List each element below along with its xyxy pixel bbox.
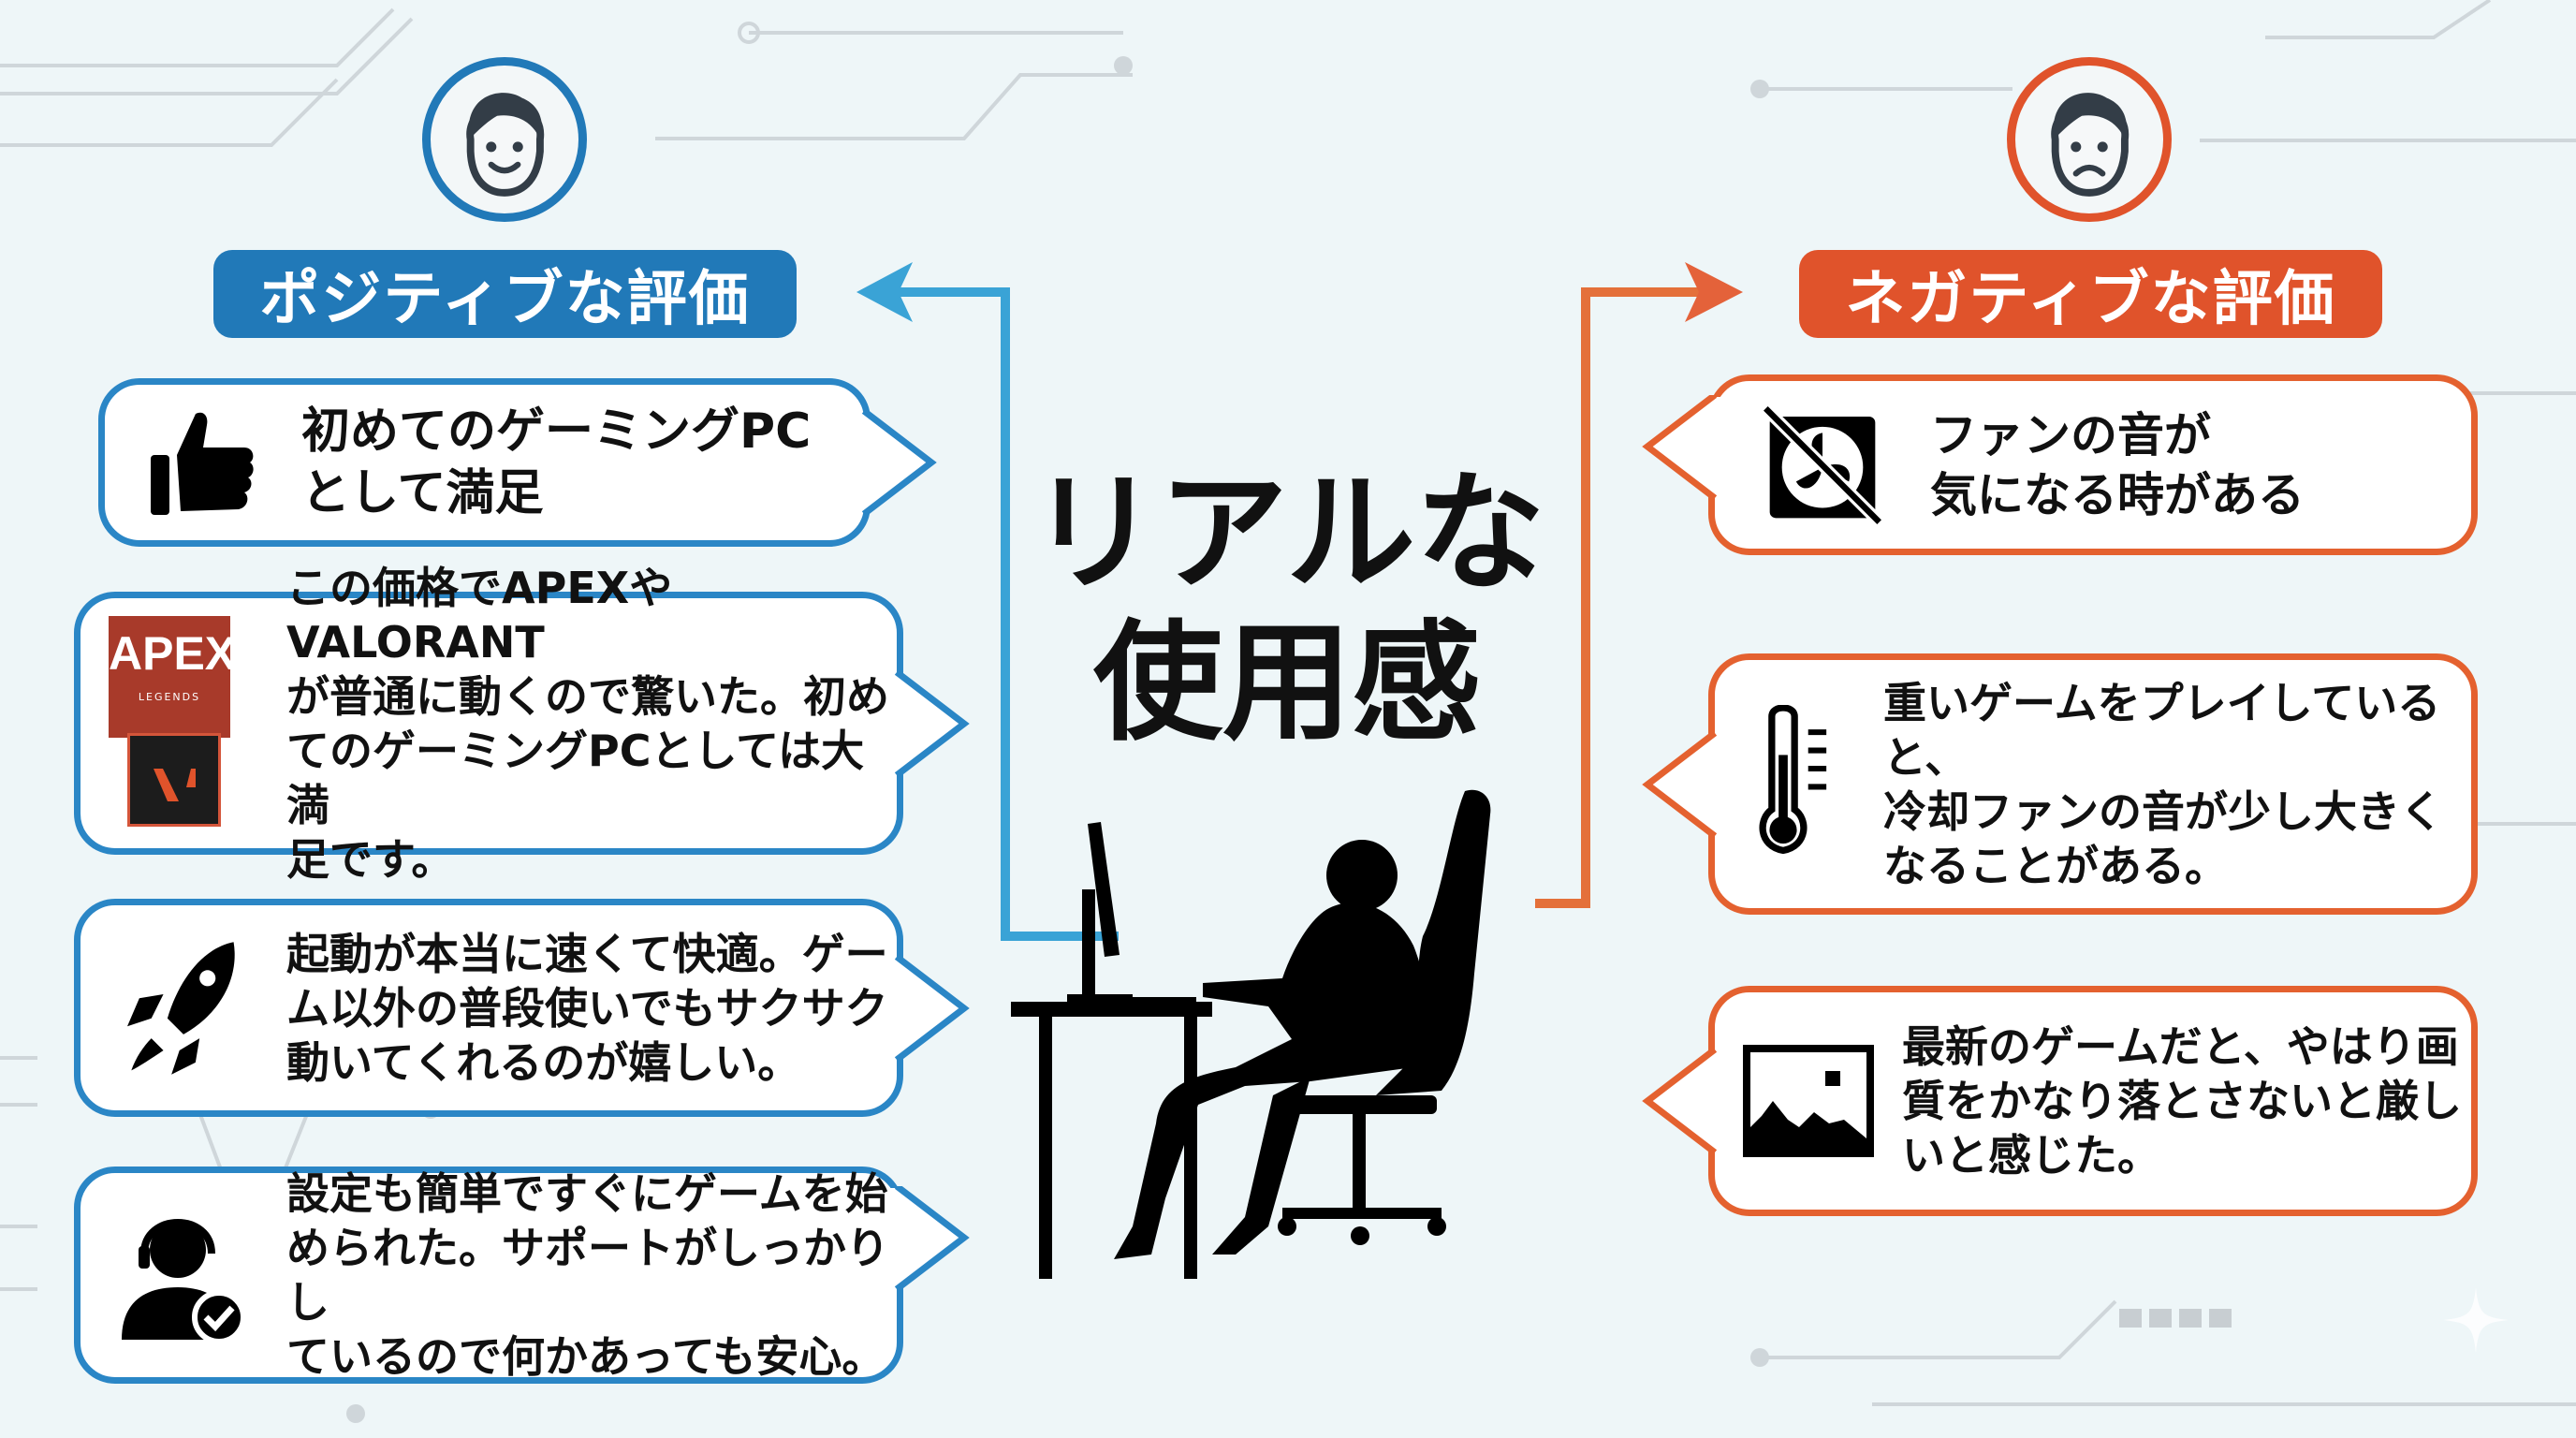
apex-valorant-logo: APEX LEGENDS (80, 615, 286, 831)
positive-review-card: APEX LEGENDS この価格でAPEXやVALORANT が普通に動くので… (74, 563, 970, 885)
negative-arrow (1535, 287, 1704, 908)
apex-logo-subtext: LEGENDS (138, 690, 201, 703)
review-text: この価格でAPEXやVALORANT が普通に動くので驚いた。初め てのゲーミン… (286, 562, 889, 885)
negative-face-badge (2007, 57, 2172, 222)
review-text: 最新のゲームだと、やはり画 質をかなり落とさないと厳し いと感じた。 (1902, 1021, 2462, 1181)
smiling-face-icon (466, 93, 544, 197)
negative-review-card: ファンの音が 気になる時がある (1642, 374, 2478, 555)
positive-arrowhead (856, 262, 913, 322)
negative-arrowhead (1685, 262, 1743, 322)
sad-face-icon (2051, 93, 2129, 197)
gamer-silhouette-illustration (1011, 789, 1491, 1279)
positive-review-card: 初めてのゲーミングPC として満足 (98, 378, 937, 547)
negative-heading: ネガティブな評価 (1799, 250, 2382, 338)
positive-review-card: 起動が本当に速くて快適。ゲー ム以外の普段使いでもサクサク 動いてくれるのが嬉し… (74, 899, 970, 1117)
positive-face-badge (422, 57, 587, 222)
review-text: 起動が本当に速くて快適。ゲー ム以外の普段使いでもサクサク 動いてくれるのが嬉し… (286, 928, 888, 1088)
image-icon (1715, 1045, 1902, 1157)
valorant-logo (127, 732, 221, 827)
speech-bubble-tail (856, 411, 937, 514)
apex-logo-text: APEX (109, 626, 237, 680)
speech-bubble-tail (889, 956, 970, 1060)
fan-off-icon (1715, 404, 1930, 526)
positive-heading: ポジティブな評価 (213, 250, 797, 338)
review-text: 重いゲームをプレイしていると、 冷却ファンの音が少し大きく なることがある。 (1883, 677, 2443, 891)
page-title: リアルな 使用感 (1029, 458, 1545, 758)
positive-review-card: 設定も簡単ですぐにゲームを始 められた。サポートがしっかりし ているので何かあっ… (74, 1167, 970, 1384)
thermometer-icon (1715, 704, 1883, 864)
review-text: 設定も簡単ですぐにゲームを始 められた。サポートがしっかりし ているので何かあっ… (286, 1168, 889, 1382)
speech-bubble-tail (1642, 732, 1722, 836)
support-headset-icon (80, 1205, 286, 1345)
review-text: 初めてのゲーミングPC として満足 (301, 404, 812, 521)
negative-review-card: 重いゲームをプレイしていると、 冷却ファンの音が少し大きく なることがある。 (1642, 653, 2478, 915)
speech-bubble-tail (889, 671, 970, 775)
negative-review-card: 最新のゲームだと、やはり画 質をかなり落とさないと厳し いと感じた。 (1642, 986, 2478, 1216)
positive-arrow (889, 287, 1119, 941)
speech-bubble-tail (1642, 1049, 1722, 1152)
speech-bubble-tail (1642, 394, 1722, 498)
sparkle-icon (2443, 1287, 2509, 1353)
rocket-icon (80, 938, 286, 1078)
review-text: ファンの音が 気になる時がある (1930, 407, 2305, 522)
decorative-squares (2119, 1309, 2239, 1331)
speech-bubble-tail (889, 1186, 970, 1289)
thumbs-up-icon (105, 406, 301, 519)
